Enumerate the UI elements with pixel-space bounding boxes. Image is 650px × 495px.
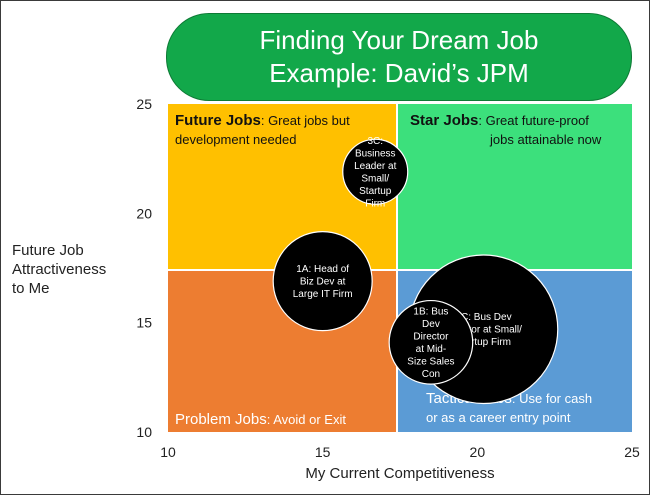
bubble-label-line: 1A: Head of bbox=[296, 264, 349, 275]
quadrant-desc2-tactical: or as a career entry point bbox=[426, 410, 571, 425]
quadrant-label-star: Star Jobs: Great future-proof bbox=[410, 112, 589, 129]
title-banner: Finding Your Dream Job Example: David’s … bbox=[166, 13, 632, 101]
quadrant-name-star: Star Jobs bbox=[410, 112, 478, 129]
bubble-label-line: Director bbox=[413, 332, 449, 343]
y-tick-label: 25 bbox=[136, 96, 152, 112]
quadrant-name-future: Future Jobs bbox=[175, 112, 261, 129]
title-line-1: Finding Your Dream Job bbox=[259, 25, 539, 55]
quadrant-desc-tactical: : Use for cash bbox=[512, 391, 592, 406]
quadrant-desc2-future: development needed bbox=[175, 132, 296, 147]
bubble-label-line: Large IT Firm bbox=[293, 289, 353, 300]
bubble-label-line: at Mid- bbox=[416, 344, 447, 355]
bubble-label-line: Startup Firm bbox=[456, 337, 511, 348]
x-tick-label: 20 bbox=[470, 444, 486, 460]
y-tick-label: 10 bbox=[136, 424, 152, 440]
y-axis-title-line: Future Job bbox=[12, 242, 84, 259]
bubble-label-line: 1C: Bus Dev bbox=[455, 312, 511, 323]
x-axis-title: My Current Competitiveness bbox=[305, 465, 494, 482]
x-tick-label: 25 bbox=[624, 444, 640, 460]
quadrant-desc-future: : Great jobs but bbox=[261, 113, 350, 128]
quadrant-desc2-star: jobs attainable now bbox=[489, 132, 602, 147]
bubble-label-line: Business bbox=[355, 149, 396, 160]
bubble-point bbox=[388, 299, 474, 385]
y-axis-title-line: Attractiveness bbox=[12, 261, 106, 278]
y-tick-label: 20 bbox=[136, 205, 152, 221]
y-axis-title-line: to Me bbox=[12, 280, 50, 297]
quadrant-label-problem: Problem Jobs: Avoid or Exit bbox=[175, 411, 346, 428]
bubble-label-line: Firm bbox=[365, 199, 385, 210]
bubble-point bbox=[272, 231, 373, 332]
bubble-label-line: Startup bbox=[359, 186, 392, 197]
quadrant-name-problem: Problem Jobs bbox=[175, 411, 267, 428]
bubble-label-line: 1B: Bus bbox=[413, 307, 448, 318]
y-tick-label: 15 bbox=[136, 315, 152, 331]
quadrant-label-future: Future Jobs: Great jobs but bbox=[175, 112, 350, 129]
quadrant-star bbox=[397, 104, 632, 270]
bubble-label-line: Size Sales bbox=[407, 357, 454, 368]
quadrant-desc-problem: : Avoid or Exit bbox=[267, 412, 347, 427]
bubble-label-line: Biz Dev at bbox=[300, 277, 346, 288]
bubble-label-line: Leader at bbox=[354, 161, 396, 172]
bubble-label-line: Dev bbox=[422, 319, 440, 330]
bubble-label-line: Small/ bbox=[361, 174, 389, 185]
bubble-label-line: Director at Small/ bbox=[445, 325, 522, 336]
quadrant-desc-star: : Great future-proof bbox=[478, 113, 589, 128]
x-tick-label: 10 bbox=[160, 444, 176, 460]
bubble-label-line: 3C: bbox=[367, 136, 383, 147]
bubble-point bbox=[342, 138, 409, 205]
x-tick-label: 15 bbox=[315, 444, 331, 460]
title-line-2: Example: David’s JPM bbox=[269, 58, 529, 88]
bubble-label-line: Con bbox=[422, 369, 440, 380]
